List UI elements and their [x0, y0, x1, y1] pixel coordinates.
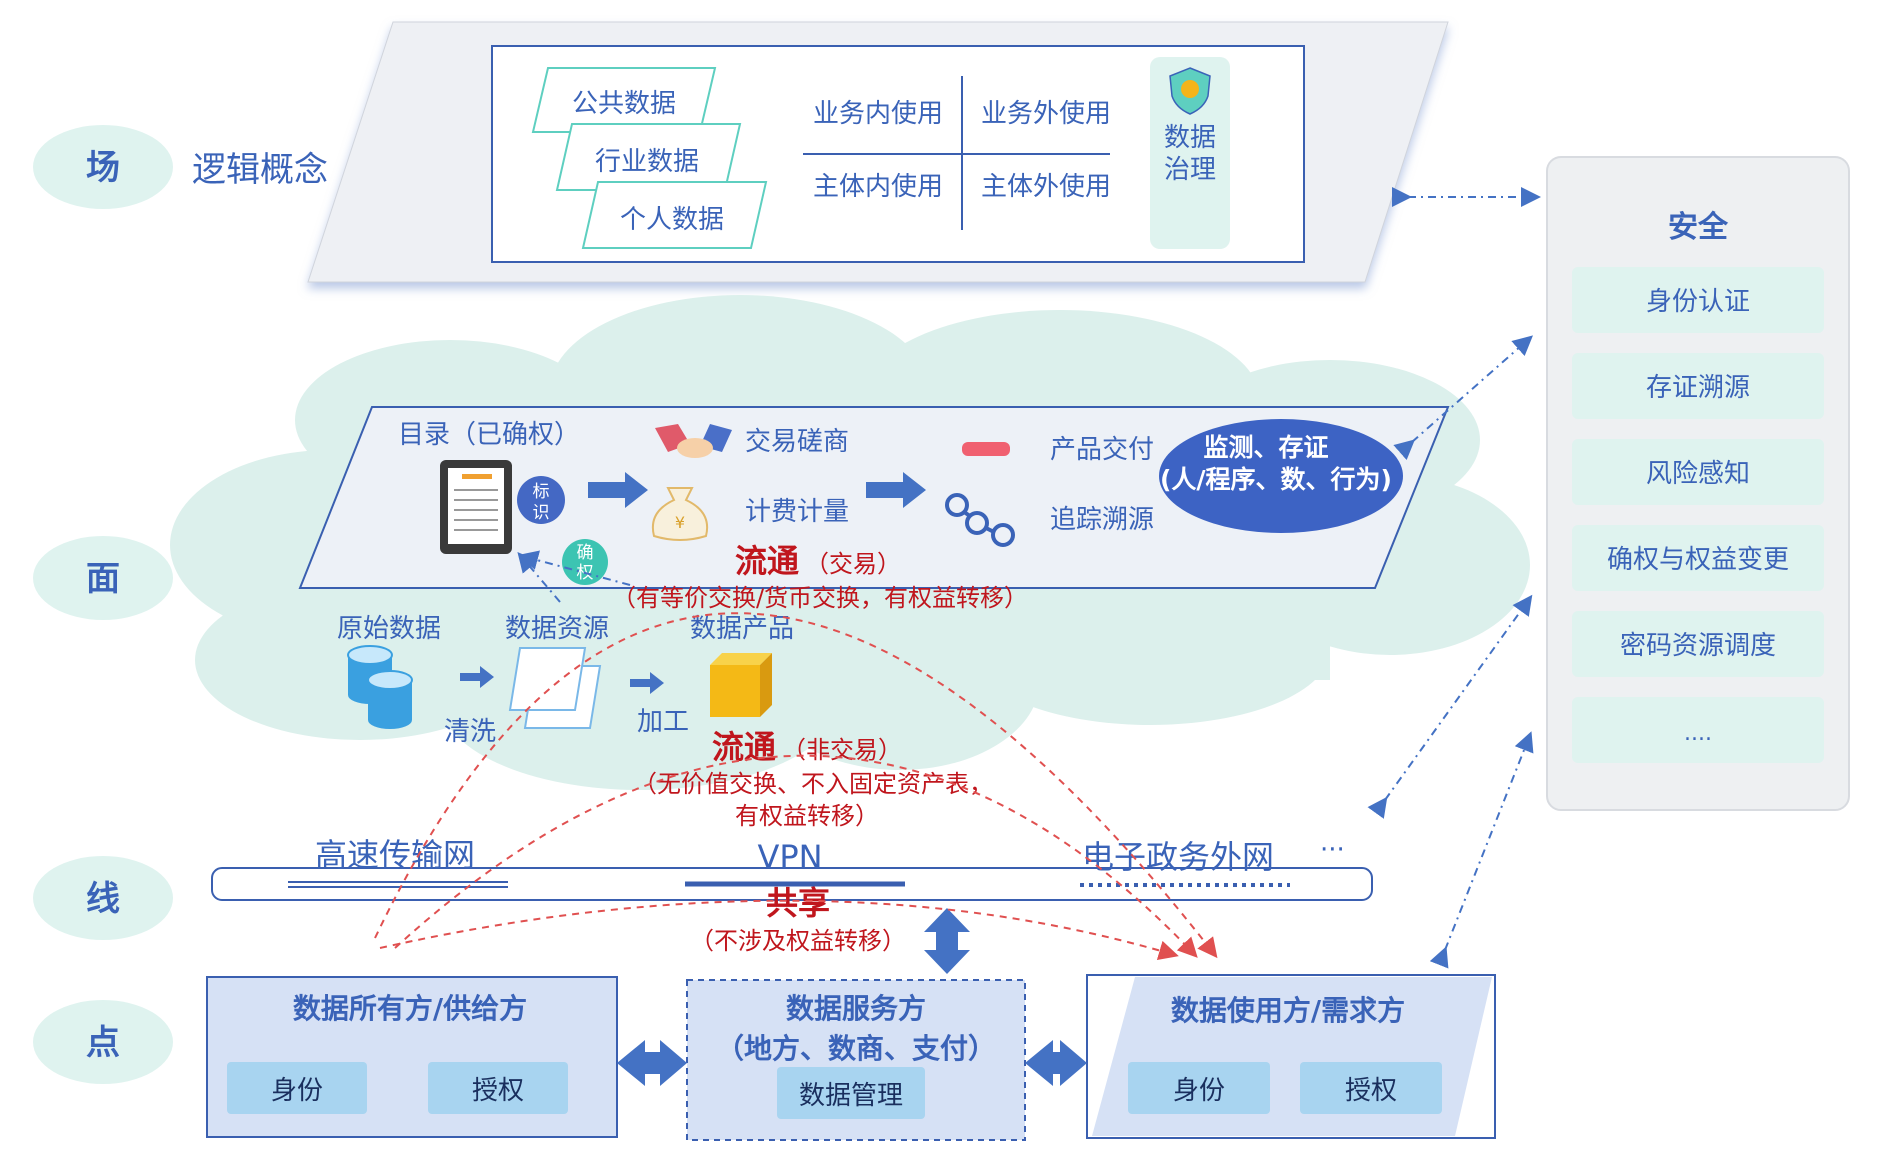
- resource-doc-front: [508, 647, 587, 711]
- usage-top-left: 业务内使用: [813, 99, 943, 129]
- security-item-1: 身份认证: [1646, 287, 1750, 317]
- owner-auth-button[interactable]: 授权: [428, 1062, 568, 1114]
- handshake-icon: [655, 424, 732, 458]
- owner-service-arrow: [617, 1040, 687, 1086]
- data-type-industry: 行业数据: [595, 147, 699, 177]
- network-line: 高速传输网 VPN 电子政务外网 ···: [211, 835, 1373, 901]
- governance-label-2: 治理: [1164, 155, 1216, 185]
- security-item-2: 存证溯源: [1646, 373, 1750, 403]
- product-label: 数据产品: [690, 614, 794, 644]
- flow-trade-desc: （有等价交换/货币交换，有权益转移）: [612, 584, 1028, 612]
- billing-label: 计费计量: [745, 497, 849, 527]
- level-scene-label: 场: [86, 148, 120, 188]
- network-more: ···: [1320, 835, 1345, 865]
- share-main: 共享: [766, 884, 830, 922]
- moneybag-icon: ¥: [652, 487, 708, 541]
- flow-trade-main: 流通: [735, 542, 799, 580]
- usage-bottom-left: 主体内使用: [813, 172, 943, 202]
- confirm-badge: [562, 539, 608, 585]
- user-title: 数据使用方/需求方: [1171, 994, 1405, 1027]
- security-panel: 安全 身份认证 存证溯源 风险感知 确权与权益变更 密码资源调度 ....: [1546, 156, 1850, 811]
- plane-arrow-1: [588, 472, 648, 508]
- usage-bottom-right: 主体外使用: [981, 172, 1111, 202]
- security-item-3: 风险感知: [1646, 459, 1750, 489]
- level-point: [33, 1000, 173, 1084]
- confirm-char-1: 确: [577, 543, 594, 563]
- service-title: 数据服务方: [786, 992, 926, 1025]
- pipeline-arrow-2: [630, 672, 664, 694]
- level-point-label: 点: [86, 1023, 120, 1063]
- flow-nontrade-main: 流通: [712, 728, 776, 766]
- service-subtitle: （地方、数商、支付）: [716, 1032, 996, 1065]
- process-label: 加工: [637, 707, 689, 737]
- monitor-ellipse: [1159, 419, 1403, 533]
- delivery-label: 产品交付: [1050, 435, 1154, 465]
- usage-top-right: 业务外使用: [981, 99, 1111, 129]
- service-manage-button[interactable]: 数据管理: [777, 1067, 925, 1119]
- pipeline-arrow-1: [460, 666, 494, 688]
- flow-nontrade-desc-1: （无价值交换、不入固定资产表，: [633, 770, 993, 798]
- level-scene: [33, 125, 173, 209]
- security-item-5: 密码资源调度: [1620, 631, 1776, 661]
- flow-nontrade-desc-2: 有权益转移）: [735, 802, 879, 830]
- database-icon: [347, 645, 413, 729]
- vertical-double-arrow: [924, 908, 970, 974]
- negotiate-label: 交易磋商: [745, 427, 849, 457]
- governance-box: [1150, 57, 1230, 249]
- scene-panel: 逻辑概念 公共数据 行业数据 个人数据 业务内使用 业务外使用 主体内使用 主体…: [192, 21, 1449, 283]
- tag-badge: [517, 476, 565, 524]
- security-item-4: 确权与权益变更: [1607, 545, 1789, 575]
- raw-label: 原始数据: [337, 614, 441, 644]
- resource-label: 数据资源: [505, 614, 609, 644]
- flow-arcs: [374, 612, 1218, 961]
- level-ellipses: 场 面 线 点: [33, 125, 173, 1084]
- network-highspeed: 高速传输网: [315, 836, 475, 874]
- security-title: 安全: [1668, 210, 1729, 245]
- owner-title: 数据所有方/供给方: [293, 992, 527, 1025]
- trace-icon: [945, 493, 1015, 547]
- delivery-icon: [962, 442, 1010, 456]
- data-pipeline: 原始数据 数据资源 数据产品 清洗 加工: [337, 614, 794, 747]
- cube-icon: [710, 653, 772, 717]
- tag-char-1: 标: [533, 482, 550, 502]
- flow-labels: 流通 （交易） （有等价交换/货币交换，有权益转移） 流通 （非交易） （无价值…: [612, 542, 1028, 830]
- service-user-arrow: [1025, 1040, 1087, 1086]
- level-plane-label: 面: [86, 559, 120, 599]
- trace-label: 追踪溯源: [1050, 505, 1154, 535]
- monitor-line-1: 监测、存证: [1203, 433, 1328, 462]
- level-line: [33, 856, 173, 940]
- monitor-line-2: (人/程序、数、行为): [1160, 465, 1392, 494]
- data-type-public: 公共数据: [572, 89, 676, 119]
- scene-concept: 逻辑概念: [192, 150, 328, 190]
- owner-identity-button[interactable]: 身份: [227, 1062, 367, 1114]
- point-service: 数据服务方 （地方、数商、支付）: [686, 979, 1026, 1141]
- security-item-6: ....: [1684, 721, 1712, 746]
- flow-nontrade-sub: （非交易）: [782, 736, 902, 764]
- data-type-personal: 个人数据: [620, 205, 724, 235]
- svg-text:¥: ¥: [675, 513, 685, 532]
- flow-trade-sub: （交易）: [805, 550, 901, 578]
- share-desc: （不涉及权益转移）: [690, 927, 906, 955]
- network-vpn: VPN: [757, 838, 822, 876]
- tag-char-2: 识: [533, 503, 550, 523]
- plane-panel: 目录（已确权） 标 识 确 权 ¥ 交易磋商 计费计量: [298, 406, 1450, 589]
- catalog-label: 目录（已确权）: [398, 420, 580, 450]
- user-identity-button[interactable]: 身份: [1128, 1062, 1270, 1114]
- level-line-label: 线: [86, 879, 120, 919]
- level-plane: [33, 536, 173, 620]
- clean-label: 清洗: [444, 717, 496, 747]
- user-auth-button[interactable]: 授权: [1300, 1062, 1442, 1114]
- network-egov: 电子政务外网: [1082, 838, 1274, 876]
- governance-label-1: 数据: [1164, 123, 1216, 153]
- security-connectors: [517, 187, 1541, 969]
- plane-arrow-2: [866, 472, 926, 508]
